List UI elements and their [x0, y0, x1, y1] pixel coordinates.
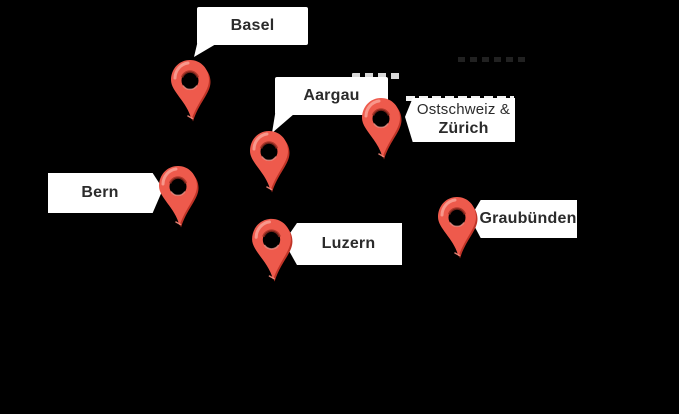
- map-dash-marks: [352, 73, 400, 79]
- map-pin-icon-luzern[interactable]: [248, 216, 295, 283]
- label-ostschweiz-zuerich[interactable]: Ostschweiz & Zürich: [405, 98, 515, 142]
- label-luzern[interactable]: Luzern: [284, 223, 402, 265]
- label-bern[interactable]: Bern: [48, 173, 163, 213]
- map-pin-icon-aargau[interactable]: [246, 128, 292, 194]
- map-pin-icon-bern[interactable]: [155, 162, 201, 230]
- map-dash-marks: [406, 96, 514, 101]
- map-pin-icon-ostschweiz-zuerich[interactable]: [358, 95, 404, 161]
- label-basel-tail: [194, 44, 216, 57]
- label-basel[interactable]: Basel: [197, 7, 308, 45]
- label-aargau-text: Aargau: [303, 87, 360, 104]
- label-ostschweiz-zuerich-line2: Zürich: [438, 120, 489, 138]
- map-dash-marks: [458, 57, 530, 62]
- map-pin-icon-basel[interactable]: [167, 57, 213, 123]
- label-bern-text: Bern: [81, 184, 119, 201]
- label-graubuenden[interactable]: Graubünden: [470, 200, 577, 238]
- label-graubuenden-text: Graubünden: [479, 210, 577, 227]
- label-luzern-text: Luzern: [321, 235, 376, 252]
- label-ostschweiz-zuerich-line1: Ostschweiz &: [416, 100, 511, 118]
- map-pin-icon-graubuenden[interactable]: [434, 194, 480, 260]
- label-basel-text: Basel: [230, 17, 275, 34]
